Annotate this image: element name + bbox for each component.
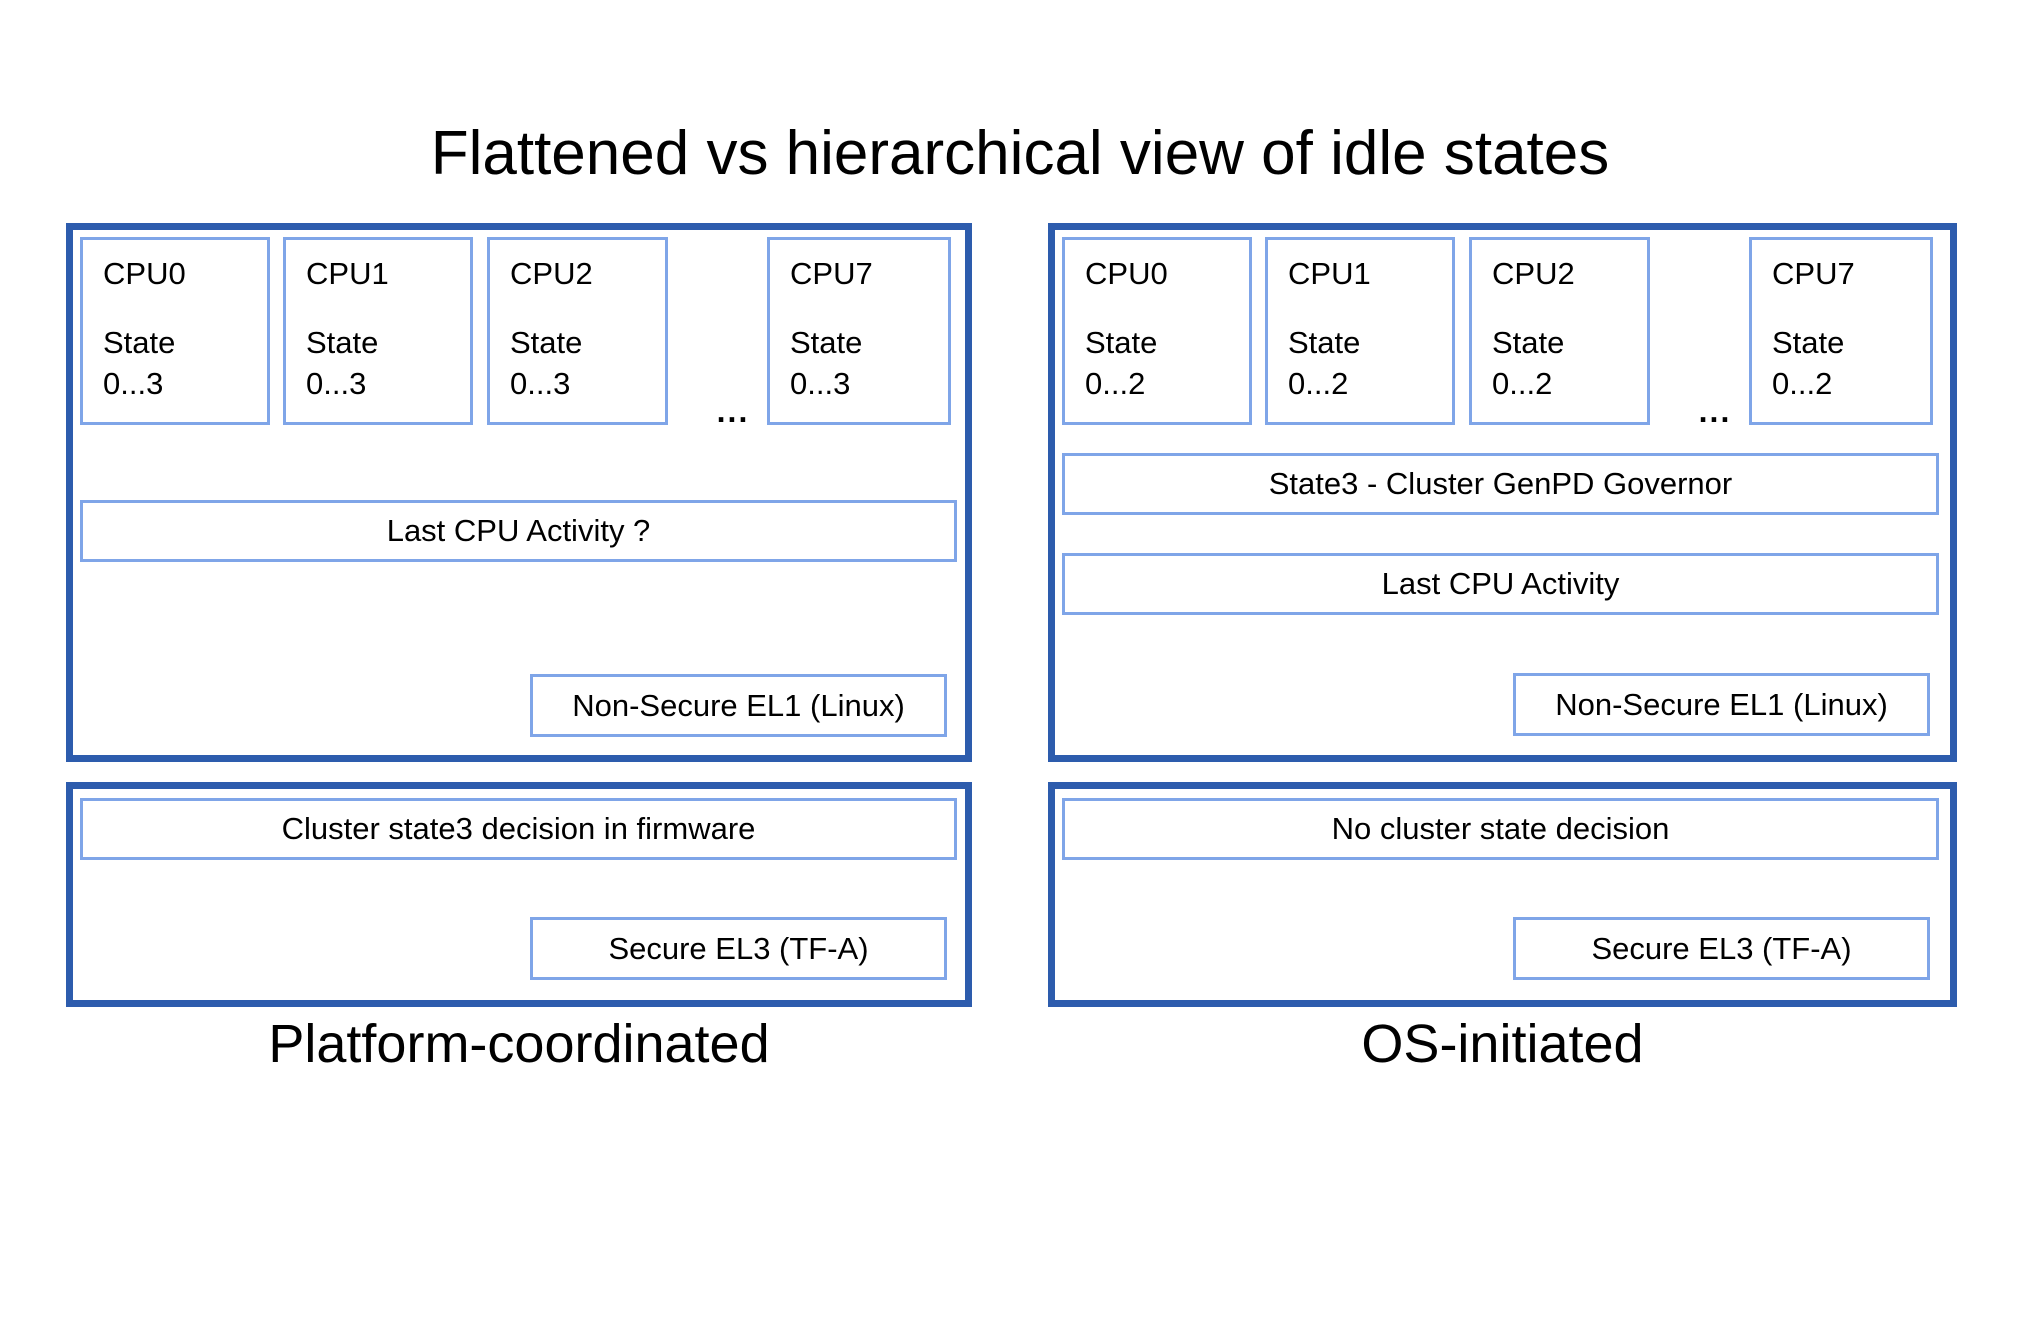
cpu-state: State 0...2: [1288, 323, 1442, 404]
secure-el3-box: Secure EL3 (TF-A): [1513, 917, 1930, 980]
cpu-state-range: 0...2: [1772, 365, 1833, 401]
cpu-state-range: 0...3: [510, 365, 571, 401]
cpu-box: CPU0 State 0...3: [80, 237, 270, 425]
platform-coordinated-el1-panel: CPU0 State 0...3 CPU1 State 0...3 CPU2 S…: [66, 223, 972, 762]
cpu-name: CPU2: [1492, 256, 1575, 291]
cpu-box: CPU7 State 0...2: [1749, 237, 1933, 425]
cpu-name: CPU1: [306, 256, 389, 291]
cluster-genpd-governor-box: State3 - Cluster GenPD Governor: [1062, 453, 1939, 515]
last-cpu-activity-box: Last CPU Activity: [1062, 553, 1939, 615]
cpu-state-range: 0...2: [1085, 365, 1146, 401]
cpu-box: CPU0 State 0...2: [1062, 237, 1252, 425]
cpu-name: CPU7: [1772, 256, 1855, 291]
cpu-state-label: State: [306, 325, 379, 361]
cpu-state-range: 0...3: [790, 365, 851, 401]
cpu-state: State 0...2: [1085, 323, 1239, 404]
cpu-box: CPU1 State 0...2: [1265, 237, 1455, 425]
cpu-state: State 0...2: [1772, 323, 1920, 404]
platform-coordinated-el3-panel: Cluster state3 decision in firmware Secu…: [66, 782, 972, 1007]
cpu-state-label: State: [790, 325, 863, 361]
platform-coordinated-caption: Platform-coordinated: [268, 1014, 770, 1074]
cpu-state: State 0...3: [510, 323, 655, 404]
os-initiated-el3-panel: No cluster state decision Secure EL3 (TF…: [1048, 782, 1957, 1007]
cpu-state-range: 0...2: [1288, 365, 1349, 401]
secure-el3-box: Secure EL3 (TF-A): [530, 917, 947, 980]
cpu-state-range: 0...2: [1492, 365, 1553, 401]
cpu-name: CPU0: [103, 256, 186, 291]
cpu-state-range: 0...3: [306, 365, 367, 401]
slide-title: Flattened vs hierarchical view of idle s…: [430, 119, 1610, 188]
cluster-decision-box: Cluster state3 decision in firmware: [80, 798, 957, 860]
cpu-name: CPU2: [510, 256, 593, 291]
cpu-box: CPU2 State 0...2: [1469, 237, 1650, 425]
cpu-name: CPU0: [1085, 256, 1168, 291]
cpu-name: CPU7: [790, 256, 873, 291]
cpu-state: State 0...3: [790, 323, 938, 404]
cpu-box: CPU2 State 0...3: [487, 237, 668, 425]
cpu-ellipsis: ...: [1698, 393, 1732, 429]
cluster-decision-box: No cluster state decision: [1062, 798, 1939, 860]
os-initiated-el1-panel: CPU0 State 0...2 CPU1 State 0...2 CPU2 S…: [1048, 223, 1957, 762]
cpu-state-label: State: [1288, 325, 1361, 361]
cpu-state: State 0...3: [103, 323, 257, 404]
cpu-name: CPU1: [1288, 256, 1371, 291]
cpu-box: CPU1 State 0...3: [283, 237, 473, 425]
cpu-state: State 0...2: [1492, 323, 1637, 404]
cpu-ellipsis: ...: [716, 393, 750, 429]
cpu-state: State 0...3: [306, 323, 460, 404]
cpu-state-label: State: [1492, 325, 1565, 361]
cpu-state-range: 0...3: [103, 365, 164, 401]
cpu-box: CPU7 State 0...3: [767, 237, 951, 425]
os-initiated-caption: OS-initiated: [1361, 1014, 1644, 1074]
cpu-state-label: State: [103, 325, 176, 361]
non-secure-el1-box: Non-Secure EL1 (Linux): [1513, 673, 1930, 736]
non-secure-el1-box: Non-Secure EL1 (Linux): [530, 674, 947, 737]
last-cpu-activity-box: Last CPU Activity ?: [80, 500, 957, 562]
cpu-state-label: State: [510, 325, 583, 361]
cpu-state-label: State: [1772, 325, 1845, 361]
cpu-state-label: State: [1085, 325, 1158, 361]
